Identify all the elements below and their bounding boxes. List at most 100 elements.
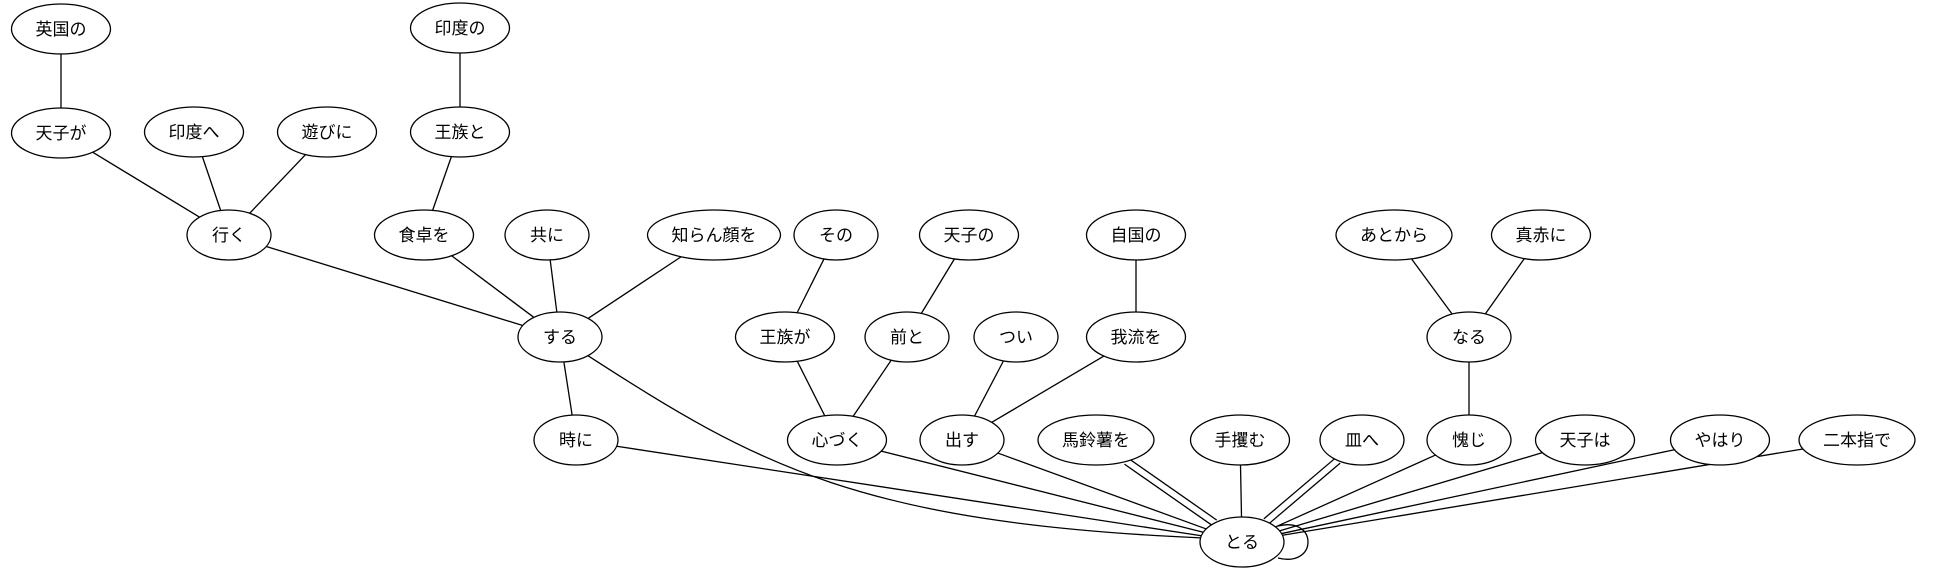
edge-n-bareisho-to-n-toru-1 [1128, 457, 1218, 521]
edge-n-tezukamu-to-n-toru [1239, 464, 1243, 518]
node-label: 遊びに [302, 123, 353, 143]
node-label: 共に [530, 226, 564, 246]
node-label: 自国の [1111, 226, 1162, 246]
node-ellipse [1085, 311, 1187, 363]
node-n-indo-no-1: 印度の [409, 2, 511, 54]
node-label: 天子の [944, 226, 995, 246]
node-ellipse [10, 107, 112, 159]
node-ellipse [409, 106, 511, 158]
node-ellipse [517, 311, 603, 363]
edge-n-suru-to-n-toki [563, 361, 573, 416]
edge-n-suru-to-n-toru [587, 355, 1201, 539]
node-label: 印度へ [169, 123, 220, 143]
node-n-tezukamu: 手攫む [1189, 414, 1291, 466]
node-ellipse [143, 106, 245, 158]
edge-n-asobi-to-n-iku [249, 154, 307, 214]
node-n-tenshi-no: 天子の [918, 209, 1020, 261]
edge-n-bareisho-to-n-toru-2 [1124, 463, 1214, 527]
node-ellipse [864, 311, 950, 363]
node-label: 出す [945, 431, 979, 451]
edge-n-sono-to-n-outozoku-ga [796, 258, 825, 314]
nodes-layer: 英国の印度の天子が印度へ遊びに王族と行く食卓を共に知らん顔をその天子の自国のあと… [10, 2, 1916, 568]
edge-n-tenshi-no-to-n-mae [920, 258, 956, 314]
node-label: 前と [890, 328, 924, 348]
node-n-garyu: 我流を [1085, 311, 1187, 363]
node-label: 行く [212, 226, 246, 246]
node-ellipse [533, 414, 619, 466]
node-ellipse [276, 106, 378, 158]
node-ellipse [646, 209, 782, 261]
node-n-asobi: 遊びに [276, 106, 378, 158]
edge-n-tenshi-ga-to-n-iku [92, 151, 200, 218]
node-label: つい [999, 328, 1033, 348]
node-ellipse [1189, 414, 1291, 466]
node-label: なる [1452, 328, 1486, 348]
node-label: 時に [559, 431, 593, 451]
node-n-outozoku-ga: 王族が [734, 311, 836, 363]
edge-n-hajiru-to-n-toru [1275, 454, 1436, 528]
node-label: 食卓を [399, 226, 450, 246]
node-label: 王族と [435, 123, 486, 143]
edge-n-mae-to-n-kokorozuku [852, 359, 892, 417]
node-label: 馬鈴薯を [1062, 431, 1130, 451]
node-label: 心づく [812, 431, 863, 451]
node-ellipse [1426, 311, 1512, 363]
edge-n-yahari-to-n-toru [1281, 449, 1675, 535]
edge-n-shokutaku-to-n-suru [451, 255, 535, 318]
node-ellipse [1426, 414, 1512, 466]
node-label: 手攫む [1215, 431, 1266, 451]
node-ellipse [973, 311, 1059, 363]
node-n-iku: 行く [186, 209, 272, 261]
edge-n-toru-to-n-toru [1277, 524, 1309, 560]
node-ellipse [919, 414, 1005, 466]
node-ellipse [409, 2, 511, 54]
node-label: 我流を [1111, 328, 1162, 348]
edge-n-atokara-to-n-naru [1410, 258, 1453, 315]
node-label: する [543, 328, 577, 348]
node-ellipse [1037, 414, 1155, 466]
node-n-tomo: 共に [504, 209, 590, 261]
edge-n-shiran-to-n-suru [587, 256, 682, 319]
node-n-nihon: 二本指で [1798, 414, 1916, 466]
edge-n-outozoku-to-to-n-shokutaku [431, 156, 453, 211]
node-n-indo-e: 印度へ [143, 106, 245, 158]
node-ellipse [1669, 414, 1771, 466]
node-ellipse [186, 209, 272, 261]
node-label: 英国の [36, 20, 87, 40]
edge-n-tsui-to-n-dasu [973, 360, 1005, 417]
node-n-shokutaku: 食卓を [373, 209, 475, 261]
edge-n-sara-to-n-toru-2 [1263, 457, 1337, 520]
node-label: 皿へ [1345, 431, 1379, 451]
edge-n-kokorozuku-to-n-toru [881, 450, 1204, 533]
node-label: やはり [1695, 431, 1746, 451]
edges-layer [60, 53, 1803, 560]
node-n-tenshi-wa: 天子は [1534, 414, 1636, 466]
node-n-makka: 真赤に [1490, 209, 1592, 261]
edge-n-outozoku-ga-to-n-kokorozuku [796, 360, 826, 417]
node-n-mae: 前と [864, 311, 950, 363]
node-n-naru: なる [1426, 311, 1512, 363]
node-n-toki: 時に [533, 414, 619, 466]
node-n-tenshi-ga: 天子が [10, 107, 112, 159]
node-n-suru: する [517, 311, 603, 363]
edge-n-sara-to-n-toru-1 [1267, 462, 1341, 525]
node-ellipse [10, 3, 112, 55]
node-ellipse [1534, 414, 1636, 466]
edge-n-iku-to-n-suru [266, 245, 523, 327]
node-n-dasu: 出す [919, 414, 1005, 466]
node-label: 知らん顔を [672, 226, 757, 246]
node-ellipse [918, 209, 1020, 261]
node-ellipse [1798, 414, 1916, 466]
node-ellipse [786, 414, 888, 466]
node-n-hajiru: 愧じ [1426, 414, 1512, 466]
edge-n-dasu-to-n-toru [997, 452, 1207, 530]
node-n-yahari: やはり [1669, 414, 1771, 466]
node-ellipse [504, 209, 590, 261]
node-label: 王族が [760, 328, 811, 348]
node-n-outozoku-to: 王族と [409, 106, 511, 158]
edge-n-makka-to-n-naru [1484, 258, 1525, 315]
node-ellipse [1085, 209, 1187, 261]
node-label: 二本指で [1823, 431, 1891, 451]
node-n-eikoku: 英国の [10, 3, 112, 55]
